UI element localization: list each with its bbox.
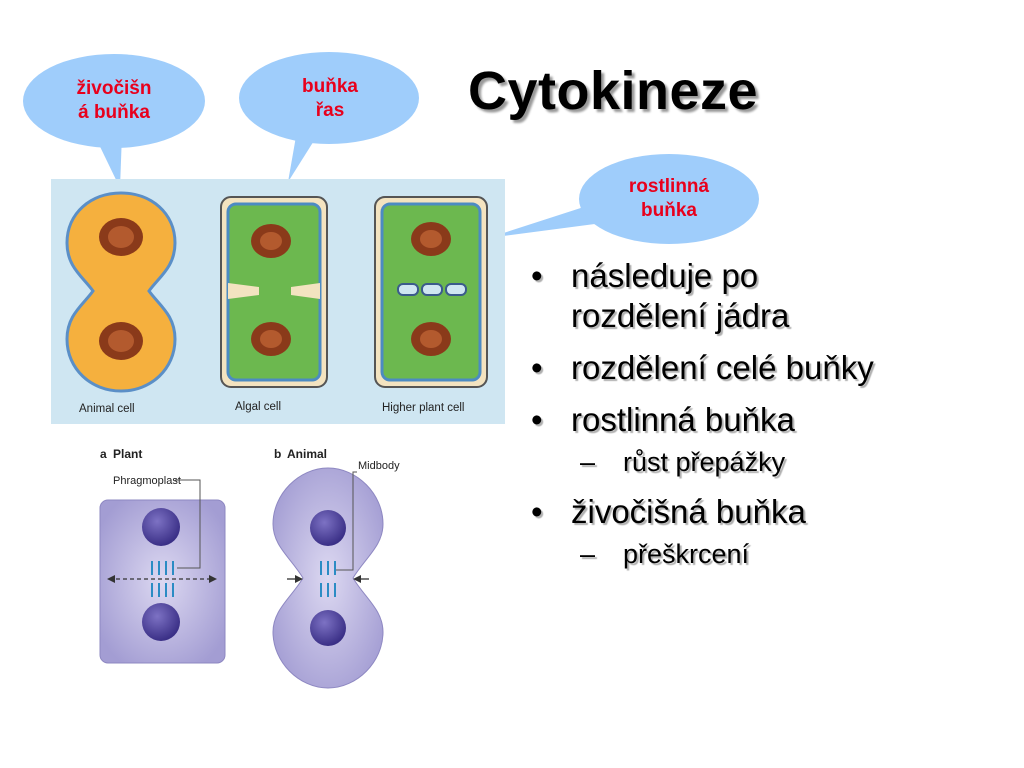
bullet-text: živočišná buňka bbox=[571, 493, 806, 530]
callout-animal-cell bbox=[23, 54, 205, 188]
callout-animal-text: živočišn á buňka bbox=[54, 77, 174, 125]
bullet-text-line2: rozdělení jádra bbox=[571, 297, 790, 334]
cell-types-figure: Animal cell Algal cell Higher plant cell bbox=[51, 179, 505, 424]
callout-algal-cell bbox=[239, 52, 419, 182]
callout-algae-text: buňka řas bbox=[270, 75, 390, 123]
plant-animal-figure: a Plant Phragmoplast b Animal Midbody bbox=[99, 447, 400, 689]
midbody-label: Midbody bbox=[358, 460, 400, 472]
bullet-text-line1: následuje po bbox=[571, 257, 759, 294]
callout-plant-line2: buňka bbox=[641, 200, 697, 221]
panel-a-plant: a Plant Phragmoplast bbox=[99, 447, 226, 664]
bullet-list: • následuje po rozdělení jádra • rozděle… bbox=[525, 256, 1005, 584]
callout-animal-line2: á buňka bbox=[78, 102, 150, 123]
panel-b-letter: b bbox=[274, 447, 281, 461]
animal-cell-illustration bbox=[65, 191, 177, 393]
callout-plant-cell bbox=[488, 154, 759, 244]
callout-plant-text: rostlinná buňka bbox=[609, 175, 729, 223]
callout-animal-line1: živočišn bbox=[76, 78, 152, 99]
bullet-item: • následuje po rozdělení jádra bbox=[525, 256, 1005, 336]
panel-b-title: Animal bbox=[287, 447, 327, 461]
panel-a-letter: a bbox=[100, 447, 107, 461]
higher-plant-cell-illustration bbox=[374, 196, 488, 388]
bullet-dot-icon: • bbox=[531, 401, 543, 438]
sub-bullet-text: přeškrcení bbox=[623, 539, 750, 569]
sub-bullet-item: – růst přepážky bbox=[525, 446, 1005, 478]
sub-bullet-item: – přeškrcení bbox=[525, 538, 1005, 570]
panel-b-animal: b Animal Midbody bbox=[272, 447, 400, 689]
bullet-dot-icon: • bbox=[531, 257, 543, 294]
slide-title: Cytokineze bbox=[468, 61, 759, 121]
panel-a-title: Plant bbox=[113, 447, 142, 461]
bullet-item: • rozdělení celé buňky bbox=[525, 348, 1005, 388]
sub-bullet-dash-icon: – bbox=[580, 447, 596, 477]
algal-cell-label: Algal cell bbox=[235, 401, 281, 413]
callout-algae-line1: buňka bbox=[302, 76, 358, 97]
bullet-text: rostlinná buňka bbox=[571, 401, 795, 438]
sub-bullet-text: růst přepážky bbox=[623, 447, 786, 477]
bullet-item: • rostlinná buňka bbox=[525, 400, 1005, 440]
algal-cell-illustration bbox=[220, 196, 328, 388]
callout-algae-line2: řas bbox=[315, 100, 345, 121]
animal-cell-label: Animal cell bbox=[79, 403, 135, 415]
higher-plant-cell-label: Higher plant cell bbox=[382, 402, 464, 414]
bullet-item: • živočišná buňka bbox=[525, 492, 1005, 532]
sub-bullet-dash-icon: – bbox=[580, 539, 596, 569]
phragmoplast-label: Phragmoplast bbox=[113, 475, 181, 487]
callout-plant-line1: rostlinná bbox=[628, 176, 710, 197]
bullet-dot-icon: • bbox=[531, 493, 543, 530]
bullet-dot-icon: • bbox=[531, 349, 543, 386]
bullet-text: rozdělení celé buňky bbox=[571, 349, 874, 386]
